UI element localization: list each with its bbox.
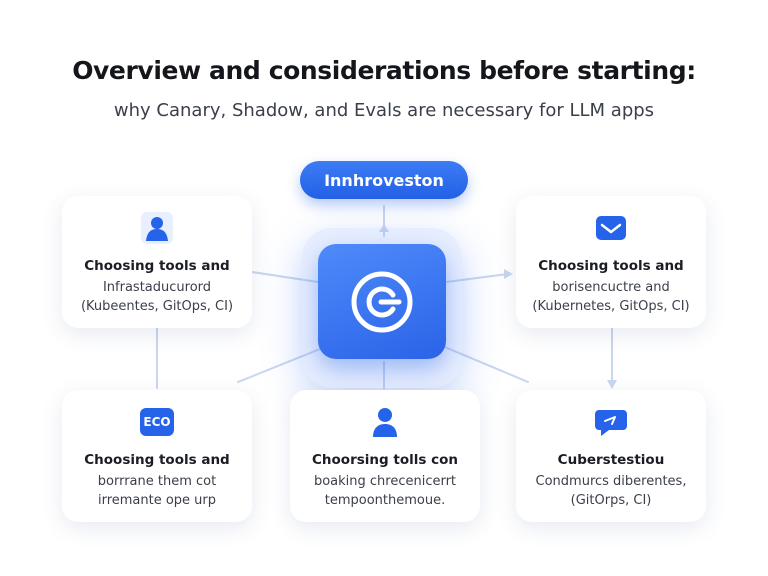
connector-hub-topleft <box>251 271 319 283</box>
page-subtitle: why Canary, Shadow, and Evals are necess… <box>113 100 655 121</box>
card-title: Choosing tools and <box>84 258 230 274</box>
card-text: (GitOrps, CI) <box>570 493 652 508</box>
arrow-head-right <box>504 269 513 279</box>
card-text: borisencuctre and <box>552 280 670 295</box>
card-text: tempoonthemoue. <box>324 493 446 508</box>
user-icon <box>367 404 403 440</box>
central-hub <box>318 244 446 359</box>
connector-hub-bottomright <box>439 344 529 383</box>
card-bottom-center: Choorsing tolls con boaking chrecenicerr… <box>290 390 480 522</box>
page-title: Overview and considerations before start… <box>72 56 696 85</box>
card-text: irremante ope urp <box>97 493 217 508</box>
card-text: boaking chrecenicerrt <box>313 474 457 489</box>
top-pill-label: Innhroveston <box>300 161 468 199</box>
card-title: Choorsing tolls con <box>312 452 458 468</box>
eco-badge: ECO <box>140 408 174 436</box>
card-bottom-right: Cuberstestiou Condmurcs diberentes, (Git… <box>516 390 706 522</box>
connector-hub-bottomleft <box>237 344 331 383</box>
circular-c-logo-icon <box>351 271 413 332</box>
card-top-left: Choosing tools and Infrastaducurord (Kub… <box>62 196 252 328</box>
eco-badge-icon: ECO <box>139 404 175 440</box>
chat-bubble-icon <box>593 404 629 440</box>
card-text: borrrane them cot <box>97 474 217 489</box>
card-title: Choosing tools and <box>538 258 684 274</box>
card-title: Choosing tools and <box>84 452 230 468</box>
card-top-right: Choosing tools and borisencuctre and (Ku… <box>516 196 706 328</box>
connector-hub-topright <box>445 273 509 283</box>
card-title: Cuberstestiou <box>557 452 665 468</box>
card-text: Infrastaducurord <box>102 280 212 295</box>
card-bottom-left: ECO Choosing tools and borrrane them cot… <box>62 390 252 522</box>
card-text: (Kubeentes, GitOps, CI) <box>80 299 234 314</box>
person-icon <box>139 210 175 246</box>
envelope-icon <box>593 210 629 246</box>
arrow-head-up <box>379 224 389 232</box>
card-text: (Kubernetes, GitOps, CI) <box>532 299 690 314</box>
card-text: Condmurcs diberentes, <box>535 474 687 489</box>
arrow-head-down <box>607 380 617 389</box>
